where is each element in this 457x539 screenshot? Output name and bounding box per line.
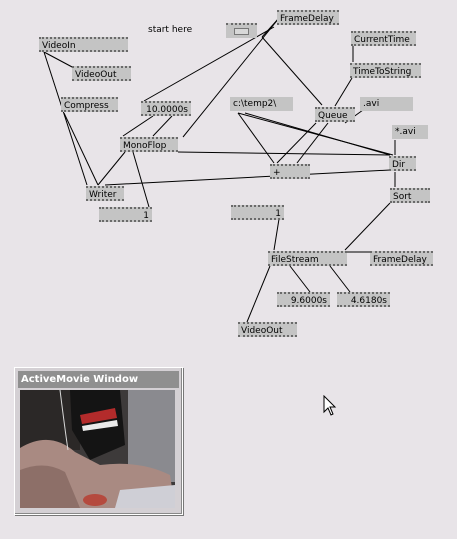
start-here-label: start here	[148, 25, 193, 35]
toggle-node[interactable]	[226, 23, 257, 38]
writer-node[interactable]: Writer	[86, 186, 124, 201]
video-preview	[20, 390, 175, 508]
mouse-cursor-icon	[323, 395, 337, 416]
toggle-switch[interactable]	[234, 28, 249, 35]
compress-node[interactable]: Compress	[61, 97, 118, 112]
queue-node[interactable]: Queue	[315, 107, 355, 122]
monoflop-node[interactable]: MonoFlop	[120, 137, 178, 152]
videoout-node-bottom[interactable]: VideoOut	[238, 322, 297, 337]
dir-node[interactable]: Dir	[389, 156, 416, 171]
filestream-node[interactable]: FileStream	[268, 251, 347, 266]
wildcard-avi-node[interactable]: *.avi	[392, 125, 428, 139]
path-string-node[interactable]: c:\temp2\	[230, 97, 293, 111]
video-frame-image	[20, 390, 175, 508]
value-9s-node[interactable]: 9.6000s	[277, 292, 330, 307]
framedelay-node-top[interactable]: FrameDelay	[277, 10, 339, 25]
value-10s-node[interactable]: 10.0000s	[141, 101, 191, 116]
plus-node[interactable]: +	[270, 164, 310, 179]
activemovie-titlebar[interactable]: ActiveMovie Window	[18, 371, 179, 388]
framedelay-node-bottom[interactable]: FrameDelay	[370, 251, 433, 266]
activemovie-window[interactable]: ActiveMovie Window	[14, 367, 183, 515]
avi-extension-node[interactable]: .avi	[360, 97, 413, 111]
timetostring-node[interactable]: TimeToString	[350, 63, 421, 78]
sort-node[interactable]: Sort	[390, 188, 430, 203]
value-1-mid-node[interactable]: 1	[231, 205, 284, 220]
value-1-left-node[interactable]: 1	[99, 207, 152, 222]
videoout-node-top[interactable]: VideoOut	[72, 66, 131, 81]
value-4s-node[interactable]: 4.6180s	[337, 292, 390, 307]
videoin-node[interactable]: VideoIn	[39, 37, 128, 52]
currenttime-node[interactable]: CurrentTime	[351, 31, 416, 46]
